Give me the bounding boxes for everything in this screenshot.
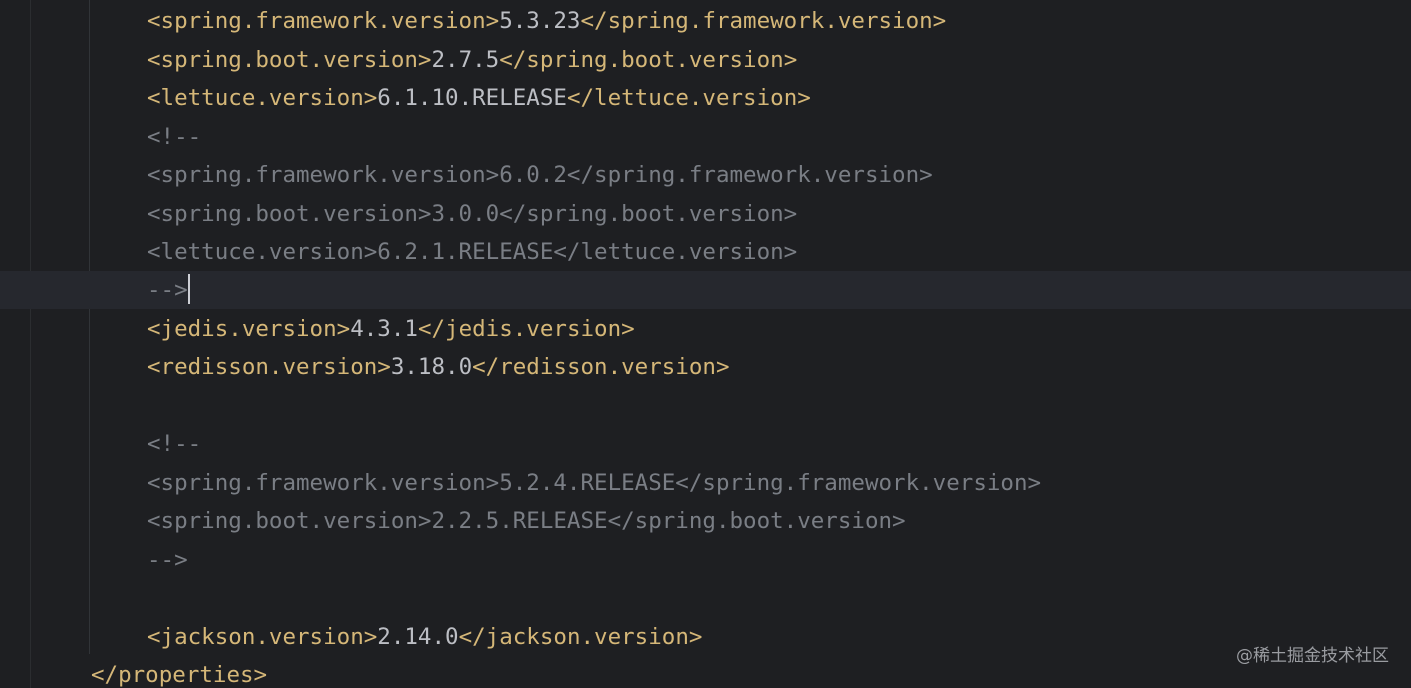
- xml-open-tag: <lettuce.version>: [147, 85, 378, 111]
- code-line[interactable]: <spring.framework.version>5.3.23</spring…: [0, 2, 1411, 40]
- xml-value: 2.7.5: [431, 47, 500, 73]
- code-line[interactable]: <!--: [0, 118, 1411, 156]
- xml-comment: -->: [147, 547, 188, 573]
- xml-comment: -->: [147, 277, 188, 303]
- xml-close-tag: </properties>: [91, 662, 268, 688]
- xml-comment: <!--: [147, 431, 202, 457]
- current-line[interactable]: -->: [0, 271, 1411, 309]
- xml-open-tag: <jedis.version>: [147, 316, 351, 342]
- xml-open-tag: <jackson.version>: [147, 624, 378, 650]
- code-line[interactable]: [0, 579, 1411, 617]
- xml-comment: <spring.framework.version>6.0.2</spring.…: [147, 162, 933, 188]
- code-line[interactable]: <jedis.version>4.3.1</jedis.version>: [0, 310, 1411, 348]
- code-line[interactable]: <spring.boot.version>3.0.0</spring.boot.…: [0, 195, 1411, 233]
- xml-close-tag: </redisson.version>: [472, 354, 730, 380]
- xml-comment: <lettuce.version>6.2.1.RELEASE</lettuce.…: [147, 239, 798, 265]
- code-line[interactable]: </properties>: [0, 656, 1411, 688]
- xml-value: 6.1.10.RELEASE: [377, 85, 567, 111]
- code-line[interactable]: <redisson.version>3.18.0</redisson.versi…: [0, 348, 1411, 386]
- xml-close-tag: </spring.framework.version>: [580, 8, 947, 34]
- code-line[interactable]: <lettuce.version>6.1.10.RELEASE</lettuce…: [0, 79, 1411, 117]
- xml-close-tag: </spring.boot.version>: [499, 47, 798, 73]
- xml-close-tag: </jedis.version>: [417, 316, 635, 342]
- xml-value: 2.14.0: [377, 624, 459, 650]
- xml-open-tag: <spring.framework.version>: [147, 8, 500, 34]
- code-line[interactable]: <!--: [0, 425, 1411, 463]
- code-line[interactable]: -->: [0, 541, 1411, 579]
- code-line[interactable]: <spring.framework.version>6.0.2</spring.…: [0, 156, 1411, 194]
- gutter-divider: [30, 0, 31, 688]
- watermark: @稀土掘金技术社区: [1236, 646, 1389, 666]
- code-line[interactable]: <spring.framework.version>5.2.4.RELEASE<…: [0, 464, 1411, 502]
- xml-open-tag: <redisson.version>: [147, 354, 391, 380]
- xml-comment: <spring.boot.version>3.0.0</spring.boot.…: [147, 201, 798, 227]
- xml-comment: <!--: [147, 124, 202, 150]
- xml-value: 3.18.0: [390, 354, 473, 380]
- xml-value: 4.3.1: [350, 316, 418, 342]
- xml-close-tag: </lettuce.version>: [566, 85, 811, 111]
- xml-open-tag: <spring.boot.version>: [147, 47, 432, 73]
- xml-value: 5.3.23: [499, 8, 581, 34]
- text-caret: [187, 273, 190, 304]
- indent-guide: [89, 0, 90, 654]
- code-line[interactable]: <jackson.version>2.14.0</jackson.version…: [0, 618, 1411, 656]
- xml-comment: <spring.framework.version>5.2.4.RELEASE<…: [147, 470, 1042, 496]
- code-line[interactable]: <spring.boot.version>2.7.5</spring.boot.…: [0, 41, 1411, 79]
- code-line[interactable]: [0, 387, 1411, 425]
- code-line[interactable]: <lettuce.version>6.2.1.RELEASE</lettuce.…: [0, 233, 1411, 271]
- xml-comment: <spring.boot.version>2.2.5.RELEASE</spri…: [147, 508, 906, 534]
- code-line[interactable]: <spring.boot.version>2.2.5.RELEASE</spri…: [0, 502, 1411, 540]
- xml-close-tag: </jackson.version>: [458, 624, 703, 650]
